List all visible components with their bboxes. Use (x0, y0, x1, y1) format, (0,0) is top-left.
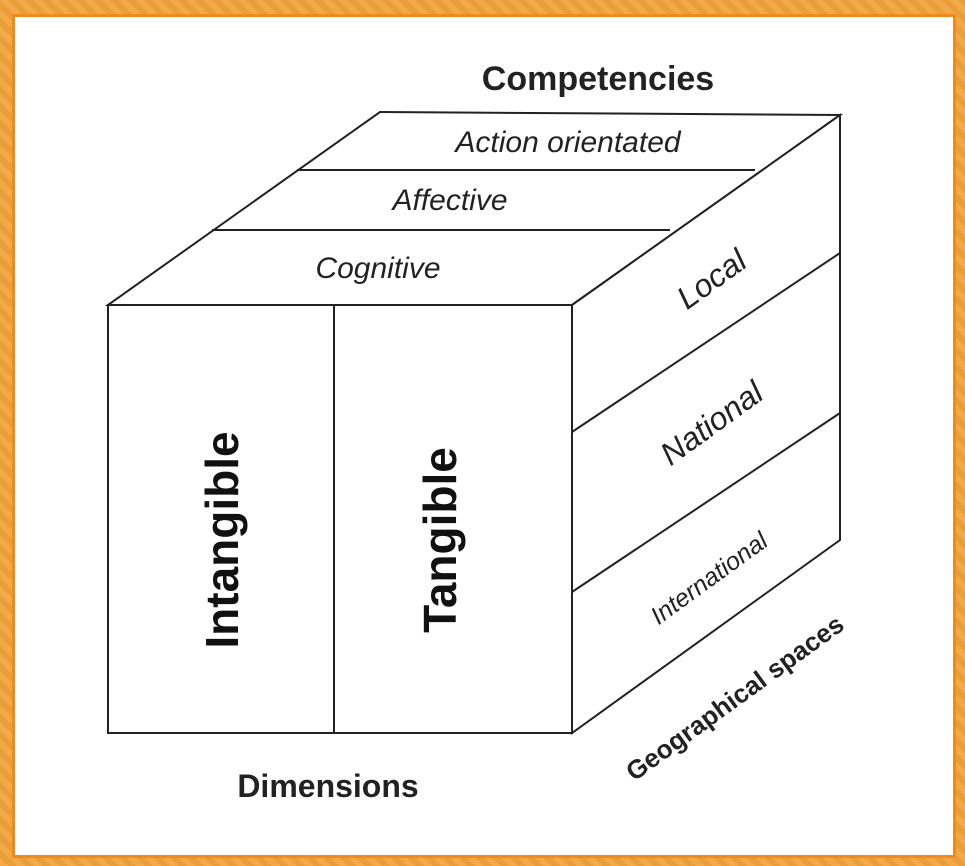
dimension-intangible: Intangible (196, 431, 248, 648)
cube-front-face (107, 304, 573, 734)
dimension-tangible: Tangible (414, 447, 466, 633)
competency-cognitive: Cognitive (315, 252, 440, 285)
competency-affective: Affective (390, 184, 507, 217)
top-axis-label: Competencies (482, 60, 714, 98)
competency-action-orientated: Action orientated (453, 126, 681, 159)
front-axis-label: Dimensions (237, 768, 418, 804)
right-divider-2 (571, 412, 841, 593)
right-divider-1 (571, 252, 841, 433)
